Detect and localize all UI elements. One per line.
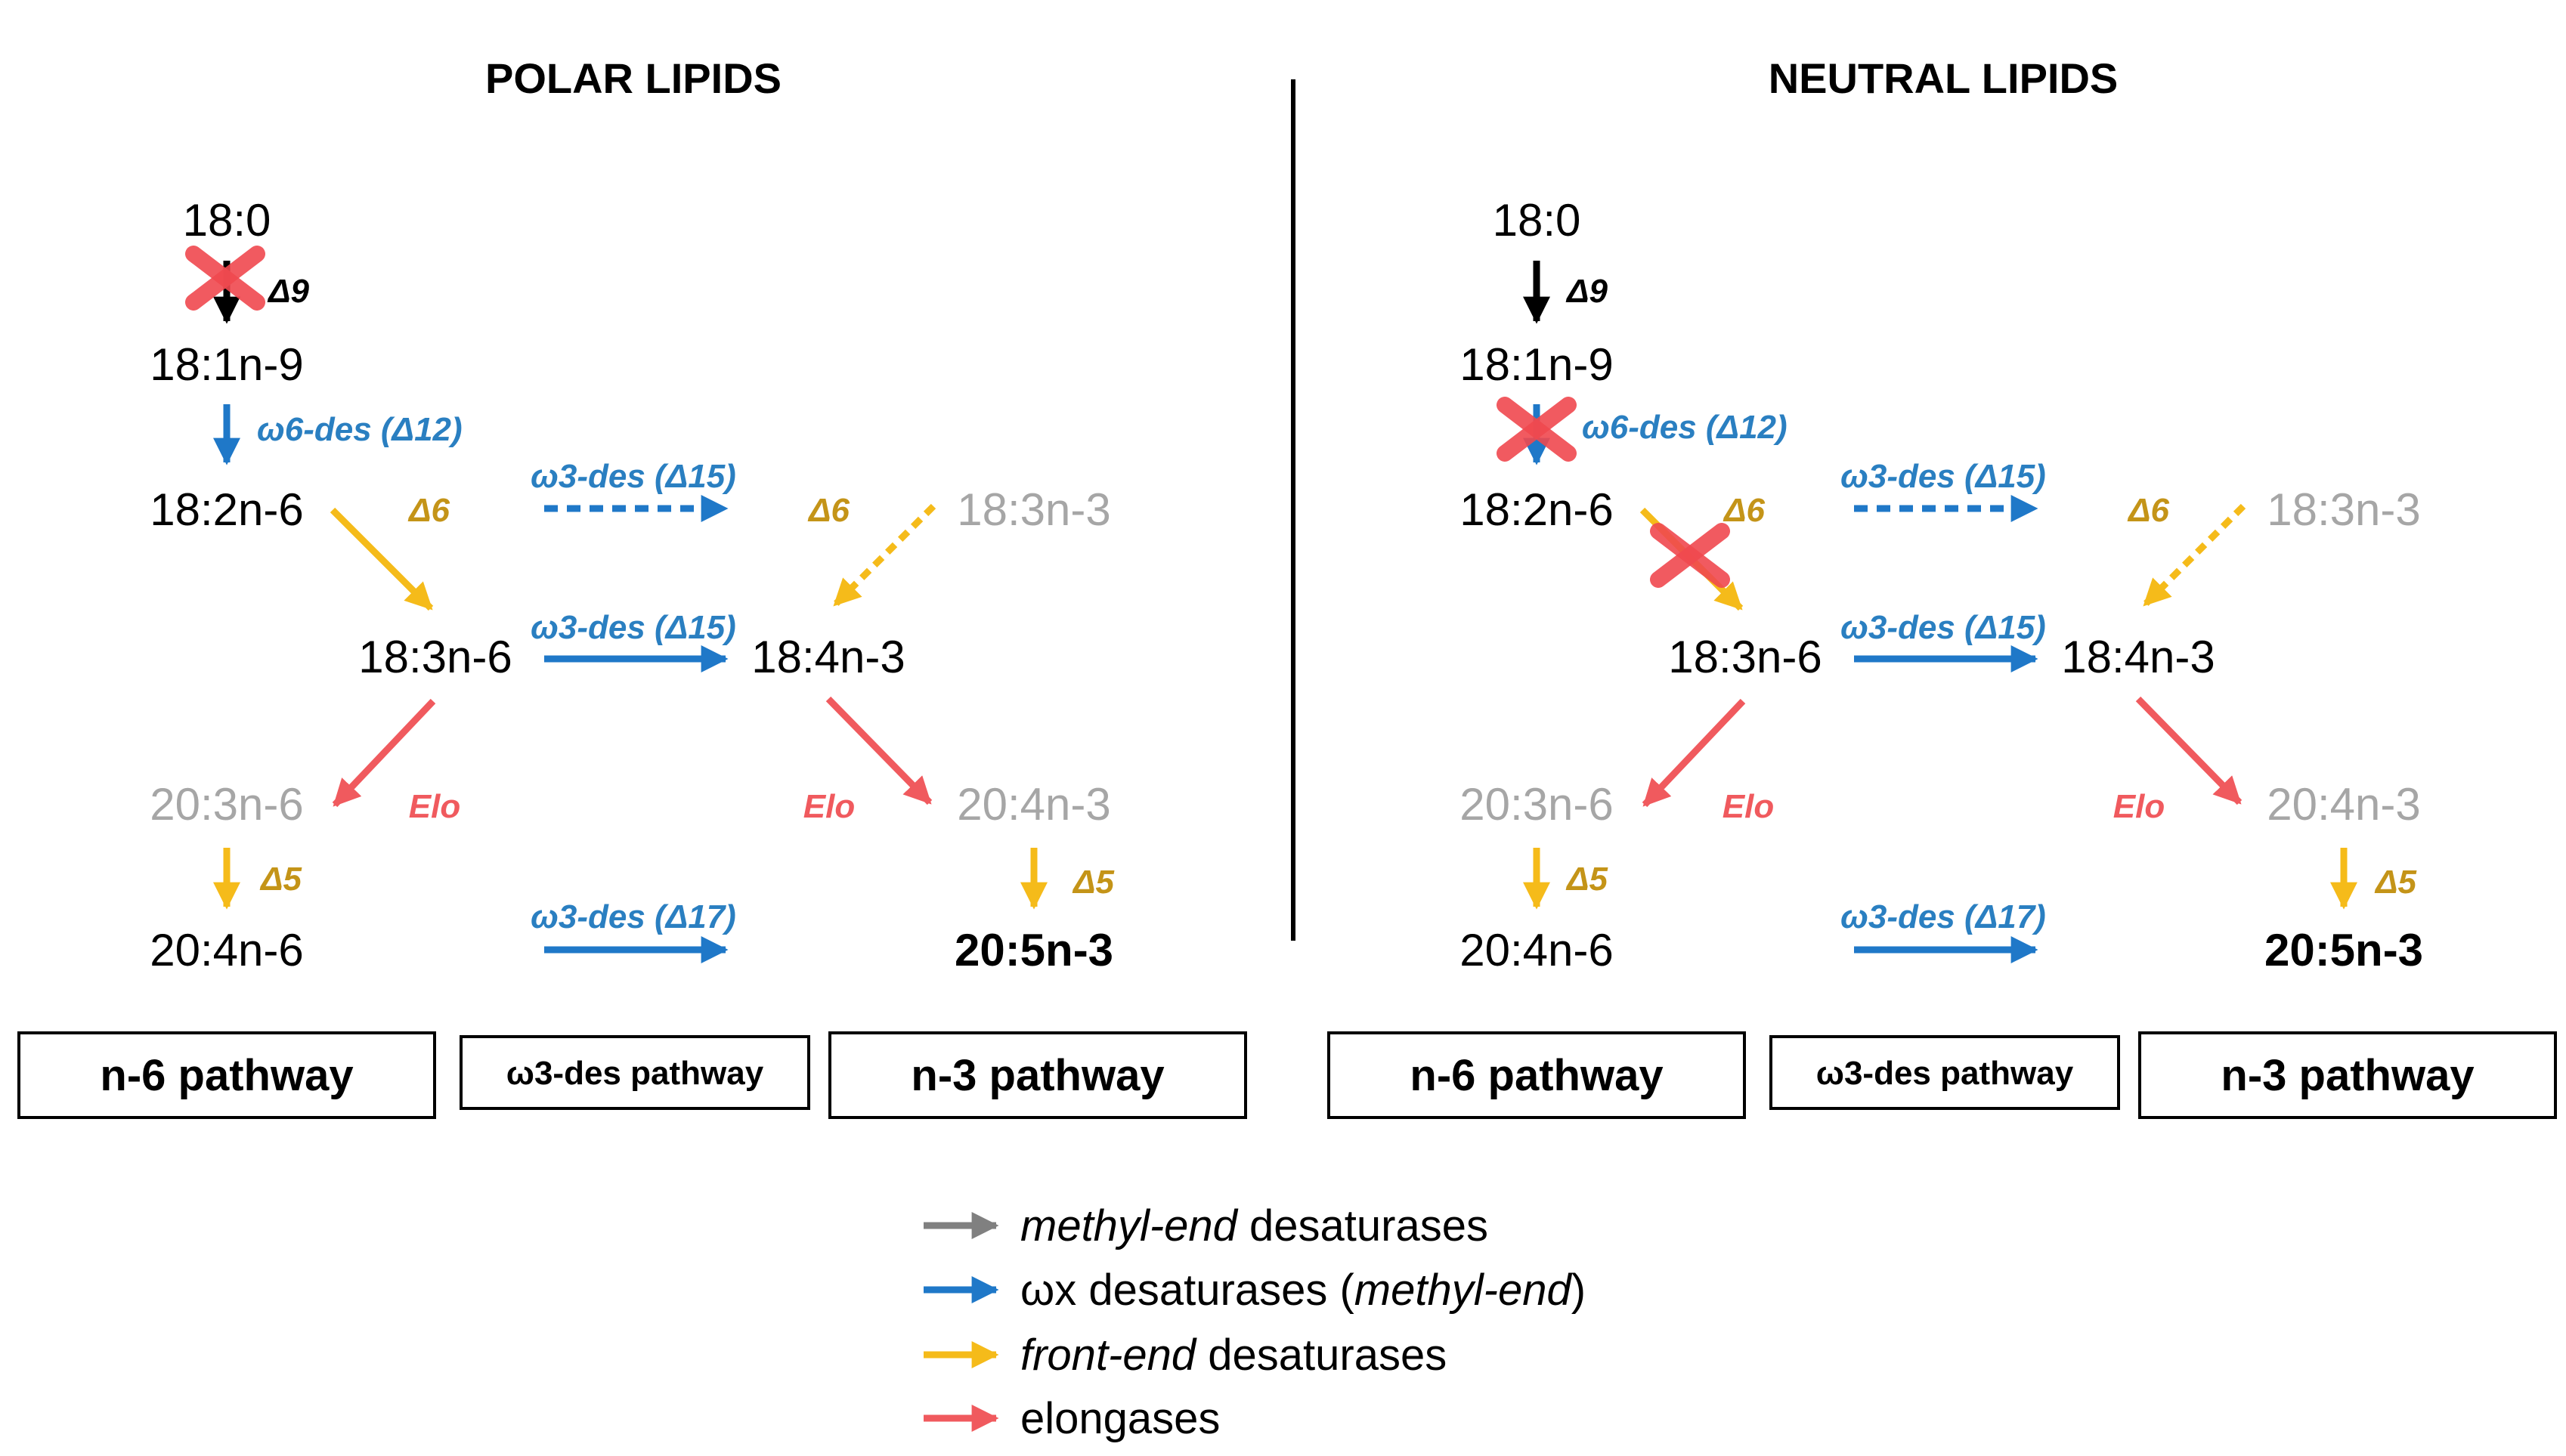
box-w3-pathway: [1769, 1035, 2120, 1110]
node-18-3n-3: 18:3n-3: [957, 484, 1111, 535]
enzyme-d5-right: Δ5: [1072, 864, 1115, 901]
node-18-3n-3: 18:3n-3: [2267, 484, 2421, 535]
enzyme-w3-des-17: ω3-des (Δ17): [1840, 898, 2046, 935]
arrow-elo-n6: [332, 698, 436, 808]
arrow-elo-n3: [2135, 696, 2243, 805]
panel-title: NEUTRAL LIPIDS: [1769, 54, 2119, 102]
legend-label: methyl-end desaturases: [1020, 1201, 1488, 1250]
node-20-3n-6: 20:3n-6: [150, 779, 304, 830]
block-cross-icon: [1650, 523, 1730, 588]
node-20-4n-6: 20:4n-6: [1459, 925, 1614, 975]
enzyme-d5-left: Δ5: [1565, 861, 1608, 898]
node-18-3n-6: 18:3n-6: [1668, 632, 1822, 682]
enzyme-w3-des-15-top: ω3-des (Δ15): [1840, 458, 2046, 495]
box-n3-pathway: [2138, 1031, 2557, 1119]
box-w3-pathway-label: ω3-des pathway: [1816, 1055, 2074, 1092]
legend-item-elongases: elongases: [924, 1394, 1220, 1443]
enzyme-elo-right: Elo: [2113, 788, 2165, 825]
node-18-3n-6: 18:3n-6: [358, 632, 512, 682]
node-20-3n-6: 20:3n-6: [1459, 779, 1614, 830]
node-18-4n-3: 18:4n-3: [751, 632, 905, 682]
node-18-1n-9: 18:1n-9: [1459, 339, 1614, 390]
panel-title: POLAR LIPIDS: [485, 54, 782, 102]
enzyme-d5-left: Δ5: [259, 861, 302, 898]
node-18-2n-6: 18:2n-6: [150, 484, 304, 535]
box-n3-pathway-label: n-3 pathway: [2221, 1051, 2474, 1100]
enzyme-d5-right: Δ5: [2374, 864, 2417, 901]
panel-polar-lipids: POLAR LIPIDS 18:0 18:1n-9 18:2n-6 18:3n-…: [17, 54, 1247, 1119]
box-w3-pathway-label: ω3-des pathway: [506, 1055, 764, 1092]
arrow-d6-n3: [2142, 503, 2246, 607]
block-cross-icon: [185, 246, 265, 311]
node-20-5n-3: 20:5n-3: [955, 925, 1113, 975]
panel-neutral-lipids: NEUTRAL LIPIDS 18:0 18:1n-9 18:2n-6 18:3…: [1327, 54, 2557, 1119]
enzyme-w3-des-15-top: ω3-des (Δ15): [531, 458, 736, 495]
arrow-d6-n6: [330, 507, 434, 611]
node-18-0: 18:0: [1493, 195, 1581, 246]
box-n3-pathway-label: n-3 pathway: [911, 1051, 1164, 1100]
enzyme-w3-des-17: ω3-des (Δ17): [531, 898, 736, 935]
node-20-4n-6: 20:4n-6: [150, 925, 304, 975]
legend-item-front-end: front-end desaturases: [924, 1331, 1447, 1380]
block-cross-icon: [1497, 397, 1577, 462]
arrow-elo-n6: [1642, 698, 1746, 808]
node-18-2n-6: 18:2n-6: [1459, 484, 1614, 535]
box-n3-pathway: [828, 1031, 1247, 1119]
enzyme-w3-des-15-mid: ω3-des (Δ15): [531, 609, 736, 646]
box-w3-pathway: [460, 1035, 810, 1110]
node-20-4n-3: 20:4n-3: [957, 779, 1111, 830]
enzyme-elo-left: Elo: [409, 788, 460, 825]
enzyme-w6-des: ω6-des (Δ12): [1582, 409, 1788, 446]
enzyme-d6-right: Δ6: [2127, 492, 2170, 529]
legend-label: front-end desaturases: [1020, 1331, 1447, 1380]
enzyme-d9: Δ9: [267, 273, 310, 310]
box-n6-pathway: [17, 1031, 436, 1119]
node-18-0: 18:0: [183, 195, 271, 246]
enzyme-elo-right: Elo: [803, 788, 855, 825]
legend-label: ωx desaturases (methyl-end): [1020, 1266, 1586, 1315]
node-18-1n-9: 18:1n-9: [150, 339, 304, 390]
box-n6-pathway-label: n-6 pathway: [1410, 1051, 1663, 1100]
legend-label: elongases: [1020, 1394, 1220, 1443]
enzyme-elo-left: Elo: [1723, 788, 1774, 825]
enzyme-w6-des: ω6-des (Δ12): [257, 411, 463, 448]
node-20-5n-3: 20:5n-3: [2264, 925, 2423, 975]
enzyme-d6-left: Δ6: [407, 492, 450, 529]
arrow-d6-n3: [832, 503, 936, 607]
box-n6-pathway-label: n-6 pathway: [100, 1051, 353, 1100]
legend-item-methyl-end: methyl-end desaturases: [924, 1201, 1488, 1250]
enzyme-w3-des-15-mid: ω3-des (Δ15): [1840, 609, 2046, 646]
enzyme-d6-left: Δ6: [1723, 492, 1766, 529]
legend: methyl-end desaturases ωx desaturases (m…: [924, 1201, 1586, 1443]
legend-item-wx: ωx desaturases (methyl-end): [924, 1266, 1586, 1315]
node-18-4n-3: 18:4n-3: [2061, 632, 2215, 682]
arrow-elo-n3: [825, 696, 933, 805]
box-n6-pathway: [1327, 1031, 1746, 1119]
node-20-4n-3: 20:4n-3: [2267, 779, 2421, 830]
enzyme-d9: Δ9: [1565, 273, 1608, 310]
enzyme-d6-right: Δ6: [807, 492, 850, 529]
